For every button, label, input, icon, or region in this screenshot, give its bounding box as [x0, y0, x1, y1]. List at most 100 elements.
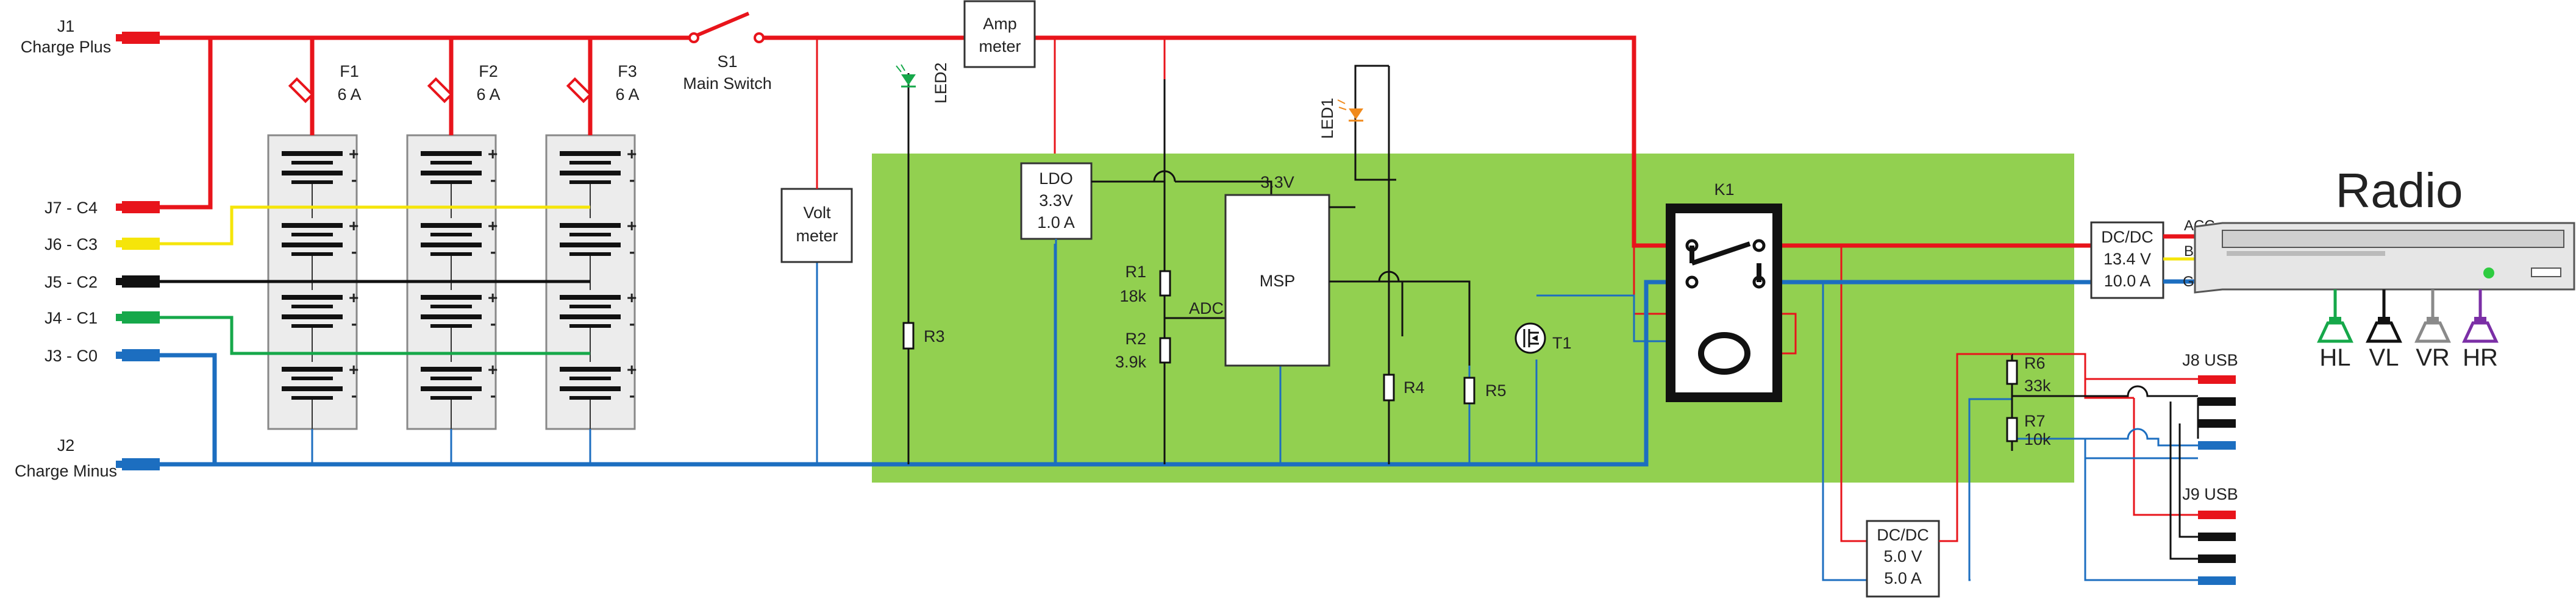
minus-sign-icon: -	[490, 170, 496, 189]
minus-sign-icon: -	[351, 314, 357, 333]
r6-id: R6	[2024, 354, 2046, 372]
relay-k1[interactable]	[1666, 204, 1782, 402]
fuse-f1	[288, 77, 315, 104]
r7-value: 10k	[2024, 430, 2051, 448]
fuse-f1-rating: 6 A	[337, 85, 361, 104]
label-j6: J6 - C3	[45, 235, 98, 253]
fuse-f3	[566, 77, 593, 104]
r1-value: 18k	[1119, 287, 1146, 305]
speaker-label: VL	[2369, 344, 2399, 371]
volt-meter-box	[780, 188, 853, 263]
resistor-r3	[902, 322, 915, 350]
k1-label: K1	[1714, 180, 1734, 199]
ldo-current: 1.0 A	[1037, 213, 1075, 232]
connector-j5[interactable]	[116, 275, 160, 288]
amp-meter-line2: meter	[979, 37, 1021, 55]
minus-sign-icon: -	[351, 242, 357, 261]
minus-sign-icon: -	[490, 242, 496, 261]
plus-sign-icon: +	[349, 288, 359, 307]
usb-j8[interactable]	[2198, 375, 2236, 450]
label-j3: J3 - C0	[45, 347, 98, 365]
battery-cell: +-	[560, 144, 637, 218]
transistor-t1	[1515, 322, 1546, 354]
fuse-f3-rating: 6 A	[615, 85, 639, 104]
led1-label: LED1	[1318, 97, 1336, 139]
minus-sign-icon: -	[629, 386, 635, 405]
resistor-r5	[1463, 377, 1475, 405]
resistor-r6	[2006, 359, 2018, 385]
r7-id: R7	[2024, 412, 2046, 430]
minus-sign-icon: -	[351, 386, 357, 405]
msp-box	[1224, 194, 1330, 367]
fuse-f2-rating: 6 A	[476, 85, 500, 104]
t1-label: T1	[1552, 334, 1572, 352]
switch-s1-name: Main Switch	[683, 74, 772, 93]
fuse-f1-id: F1	[340, 62, 359, 80]
resistor-r1	[1159, 270, 1171, 297]
connector-j1[interactable]	[116, 32, 160, 44]
plus-sign-icon: +	[627, 288, 637, 307]
speaker-hl-icon: HL	[2317, 289, 2353, 371]
volt-meter-line1: Volt	[803, 204, 831, 222]
volt-meter-line2: meter	[796, 227, 838, 245]
switch-s1-id: S1	[717, 52, 737, 71]
usb-j9[interactable]	[2198, 511, 2236, 585]
speaker-hr-icon: HR	[2462, 289, 2499, 371]
connector-j2[interactable]	[116, 458, 160, 470]
usb-j9-label: J9 USB	[2182, 485, 2238, 503]
msp-name: MSP	[1260, 272, 1296, 290]
battery-cells: +-+-+-+-+-+-+-+-+-+-+-+-	[282, 144, 637, 434]
battery-cell: +-	[421, 288, 498, 362]
battery-cell: +-	[421, 360, 498, 434]
radio-unit	[2194, 222, 2575, 294]
battery-cell: +-	[282, 144, 359, 218]
ldo-box	[1020, 162, 1093, 240]
resistor-r4	[1383, 374, 1395, 402]
main-switch-s1[interactable]	[688, 12, 765, 43]
r4-label: R4	[1404, 378, 1425, 397]
adc-label: ADC	[1189, 299, 1224, 317]
battery-cell: +-	[560, 288, 637, 362]
plus-sign-icon: +	[627, 216, 637, 235]
r3-label: R3	[924, 327, 945, 345]
led1	[1337, 99, 1363, 122]
dcdc-radio-voltage: 13.4 V	[2103, 250, 2151, 268]
speaker-vr-icon: VR	[2414, 289, 2451, 371]
plus-sign-icon: +	[349, 360, 359, 379]
dcdc-usb-box	[1866, 520, 1940, 598]
radio-title: Radio	[2335, 163, 2463, 218]
ldo-name: LDO	[1039, 169, 1073, 188]
label-j1-id: J1	[57, 17, 75, 35]
plus-sign-icon: +	[488, 360, 498, 379]
label-j2-name: Charge Minus	[15, 462, 117, 480]
battery-cell: +-	[282, 216, 359, 290]
dcdc-usb-current: 5.0 A	[1884, 569, 1922, 587]
plus-sign-icon: +	[627, 144, 637, 163]
battery-cell: +-	[282, 288, 359, 362]
dcdc-radio-name: DC/DC	[2101, 228, 2153, 246]
minus-sign-icon: -	[490, 314, 496, 333]
label-j2-id: J2	[57, 436, 75, 455]
battery-cell: +-	[421, 216, 498, 290]
plus-sign-icon: +	[349, 216, 359, 235]
led2-label: LED2	[932, 62, 950, 104]
plus-sign-icon: +	[349, 144, 359, 163]
battery-cell: +-	[421, 144, 498, 218]
r5-label: R5	[1485, 381, 1507, 400]
dcdc-radio-current: 10.0 A	[2104, 272, 2151, 290]
battery-cell: +-	[560, 360, 637, 434]
led2	[896, 64, 916, 88]
label-j1-name: Charge Plus	[21, 38, 112, 56]
connector-j4[interactable]	[116, 311, 160, 324]
connector-j3[interactable]	[116, 349, 160, 361]
ldo-voltage: 3.3V	[1039, 191, 1073, 210]
dcdc-usb-voltage: 5.0 V	[1883, 547, 1922, 565]
speakers: HL VL VR HR	[2317, 289, 2499, 371]
battery-cell: +-	[560, 216, 637, 290]
r1-id: R1	[1125, 263, 1146, 281]
connector-j7[interactable]	[116, 201, 160, 213]
connector-j6[interactable]	[116, 238, 160, 250]
speaker-label: HR	[2463, 344, 2498, 371]
resistor-r2	[1159, 337, 1171, 364]
